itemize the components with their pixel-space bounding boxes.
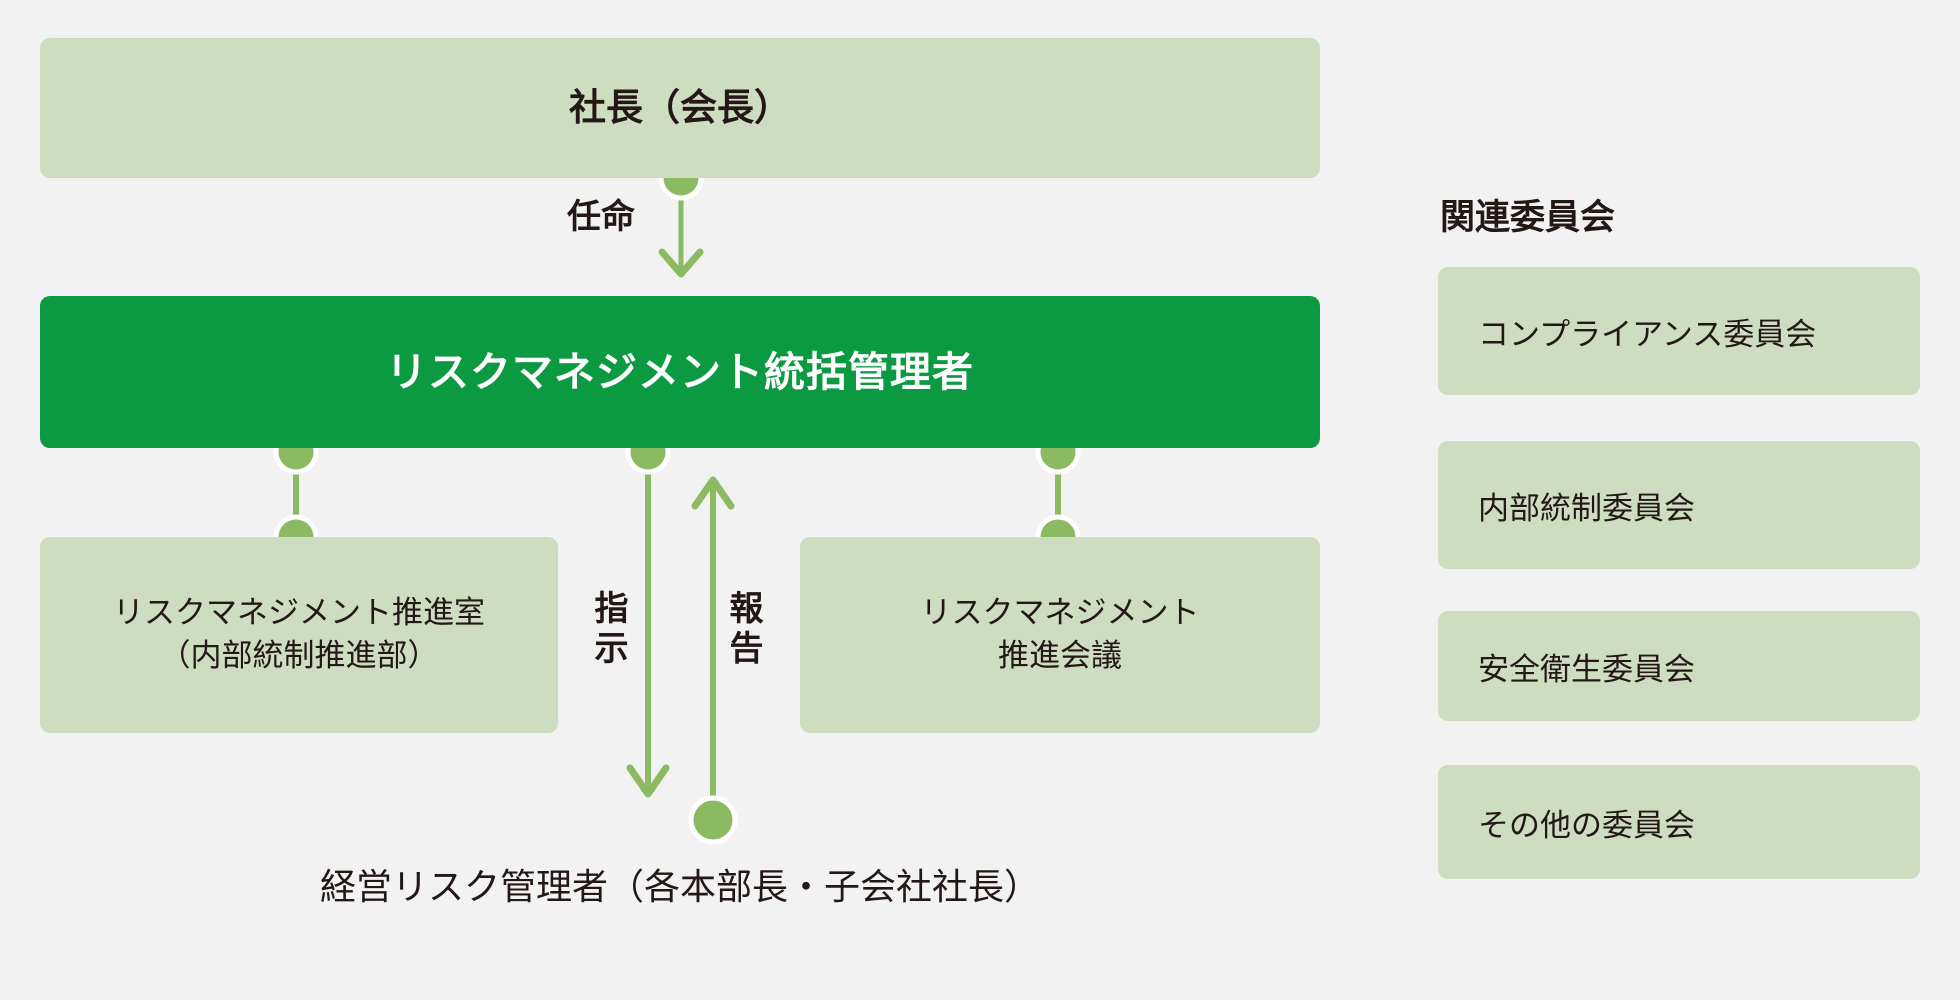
edge-label-report: 報告 [724, 590, 762, 670]
node-business-risk-manager: 経営リスク管理者（各本部長・子会社社長） [40, 858, 1320, 910]
related-committees-section: 関連委員会 コンプライアンス委員会 内部統制委員会 安全衛生委員会 その他の委員… [1438, 200, 1920, 879]
connector-dot [688, 795, 738, 845]
node-risk-management-chief: リスクマネジメント統括管理者 [40, 296, 1320, 448]
committee-item-internal-control: 内部統制委員会 [1438, 441, 1920, 569]
node-president-label: 社長（会長） [569, 87, 791, 129]
edge-label-appoint: 任命 [567, 198, 635, 236]
committee-item-compliance: コンプライアンス委員会 [1438, 267, 1920, 395]
committee-item-health-and-safety: 安全衛生委員会 [1438, 611, 1920, 721]
related-committees-heading: 関連委員会 [1440, 198, 1616, 237]
committee-item-label: その他の委員会 [1478, 807, 1695, 843]
edge-label-instruct: 指示 [589, 590, 627, 670]
committee-item-label: 安全衛生委員会 [1478, 651, 1695, 687]
edge-instruct [625, 429, 671, 798]
node-risk-management-promotion-meeting: リスクマネジメント 推進会議 [800, 537, 1320, 733]
node-president: 社長（会長） [40, 38, 1320, 178]
committee-item-label: 内部統制委員会 [1478, 490, 1695, 526]
committee-item-label: コンプライアンス委員会 [1478, 316, 1817, 352]
node-risk-management-chief-label: リスクマネジメント統括管理者 [386, 348, 974, 395]
node-promotion-meeting-line2: 推進会議 [998, 638, 1122, 673]
node-promotion-office-line2: （内部統制推進部） [159, 638, 439, 673]
node-risk-management-promotion-office: リスクマネジメント推進室 （内部統制推進部） [40, 537, 558, 733]
node-promotion-meeting-text: リスクマネジメント 推進会議 [921, 592, 1200, 678]
node-business-risk-manager-label: 経営リスク管理者（各本部長・子会社社長） [319, 866, 1040, 907]
committee-item-others: その他の委員会 [1438, 765, 1920, 879]
node-promotion-meeting-line1: リスクマネジメント [920, 595, 1200, 631]
node-promotion-office-line1: リスクマネジメント推進室 [113, 595, 485, 631]
node-promotion-office-text: リスクマネジメント推進室 （内部統制推進部） [113, 592, 485, 678]
